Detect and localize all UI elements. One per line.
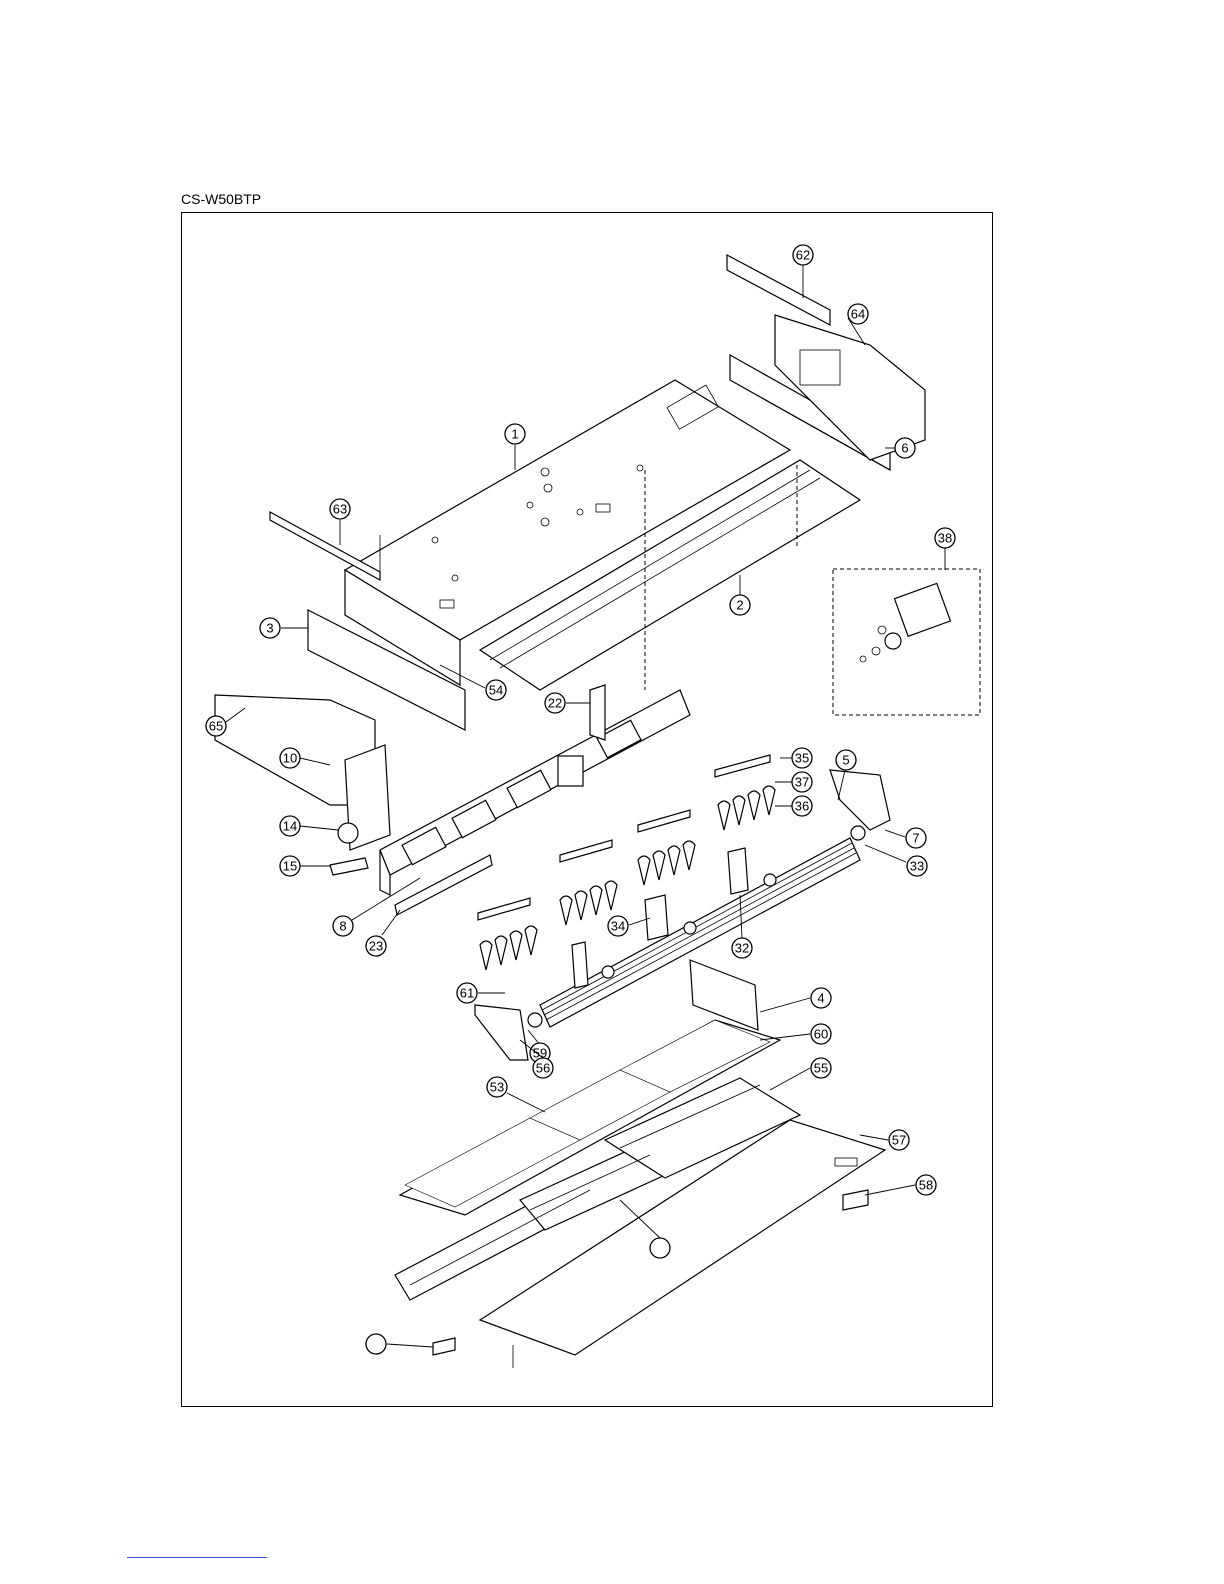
- svg-text:8: 8: [339, 919, 346, 934]
- callout-65: 65: [206, 716, 226, 736]
- svg-text:2: 2: [736, 598, 743, 613]
- svg-text:62: 62: [796, 248, 810, 263]
- svg-text:32: 32: [735, 941, 749, 956]
- callout-32: 32: [732, 938, 752, 958]
- svg-text:58: 58: [919, 1178, 933, 1193]
- callout-2: 2: [730, 595, 750, 615]
- callout-58: [366, 1334, 386, 1354]
- svg-text:6: 6: [901, 441, 908, 456]
- motor-detail-box: [833, 569, 980, 715]
- svg-text:4: 4: [817, 991, 824, 1006]
- svg-text:38: 38: [938, 531, 952, 546]
- callout-64: 64: [848, 304, 868, 324]
- callout-8: 8: [333, 916, 353, 936]
- callout-55: 58: [916, 1175, 936, 1195]
- callout-56: 55: [811, 1058, 831, 1078]
- callout-14: 14: [280, 816, 300, 836]
- svg-text:36: 36: [795, 799, 809, 814]
- callout-5-right: 5: [836, 750, 856, 770]
- callout-61: 4: [811, 988, 831, 1008]
- svg-text:35: 35: [795, 751, 809, 766]
- callout-5-left: 61: [457, 983, 477, 1003]
- svg-text:65: 65: [209, 719, 223, 734]
- svg-text:34: 34: [611, 919, 625, 934]
- callout-37: 37: [792, 772, 812, 792]
- callout-34: 34: [608, 916, 628, 936]
- callout-33-right: 33: [907, 856, 927, 876]
- callout-36: 36: [792, 796, 812, 816]
- callout-53: 57: [889, 1130, 909, 1150]
- svg-text:23: 23: [369, 939, 383, 954]
- callout-7: 7: [906, 828, 926, 848]
- callout-1: 1: [505, 424, 525, 444]
- svg-text:15: 15: [283, 859, 297, 874]
- svg-text:55: 55: [814, 1061, 828, 1076]
- svg-text:60: 60: [814, 1027, 828, 1042]
- svg-text:64: 64: [851, 307, 865, 322]
- callout-63: 63: [330, 499, 350, 519]
- footer-link-rule: [127, 1557, 267, 1558]
- svg-text:10: 10: [283, 751, 297, 766]
- svg-text:61: 61: [460, 986, 474, 1001]
- svg-text:53: 53: [490, 1080, 504, 1095]
- svg-text:1: 1: [511, 427, 518, 442]
- svg-text:54: 54: [489, 683, 503, 698]
- callout-57: [650, 1238, 670, 1258]
- callout-38: 38: [935, 528, 955, 548]
- callout-22: 22: [545, 693, 565, 713]
- svg-text:63: 63: [333, 502, 347, 517]
- callout-59: 60: [811, 1024, 831, 1044]
- callout-23: 23: [366, 936, 386, 956]
- svg-text:33: 33: [910, 859, 924, 874]
- svg-text:56: 56: [536, 1061, 550, 1076]
- callout-3: 3: [260, 618, 280, 638]
- svg-text:7: 7: [912, 831, 919, 846]
- callout-62: 62: [793, 245, 813, 265]
- callout-6: 6: [895, 438, 915, 458]
- svg-text:22: 22: [548, 696, 562, 711]
- svg-text:37: 37: [795, 775, 809, 790]
- callout-35: 35: [792, 748, 812, 768]
- svg-text:57: 57: [892, 1133, 906, 1148]
- callout-4: 56: [533, 1058, 553, 1078]
- callout-54: 54: [486, 680, 506, 700]
- callout-10: 10: [280, 748, 300, 768]
- callout-15: 15: [280, 856, 300, 876]
- svg-text:14: 14: [283, 819, 297, 834]
- svg-text:5: 5: [842, 753, 849, 768]
- callout-60: 53: [487, 1077, 507, 1097]
- svg-text:3: 3: [266, 621, 273, 636]
